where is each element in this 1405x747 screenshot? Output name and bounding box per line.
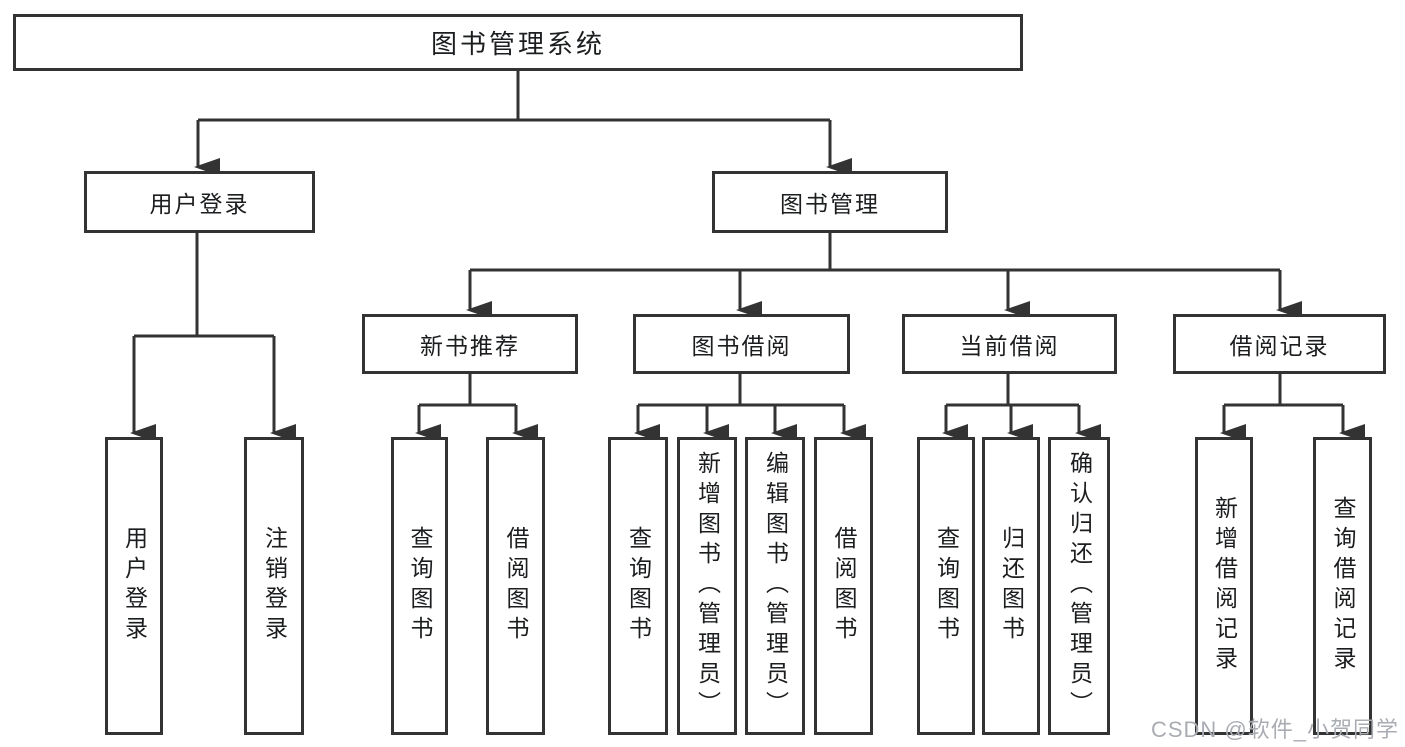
leaf-records-query-record-label: 查询借阅记录 — [1330, 496, 1356, 676]
leaf-newbook-borrow-books: 借阅图书 — [486, 437, 545, 735]
node-current-borrow: 当前借阅 — [902, 314, 1117, 374]
leaf-records-query-record: 查询借阅记录 — [1313, 437, 1372, 735]
leaf-borrow-add-books-admin: 新增图书（管理员） — [677, 437, 737, 735]
node-book-borrow-label: 图书借阅 — [691, 333, 792, 359]
leaf-user-login: 用户登录 — [105, 437, 163, 735]
leaf-current-confirm-return-admin-label: 确认归还（管理员） — [1066, 451, 1093, 721]
node-book-management: 图书管理 — [712, 171, 948, 233]
leaf-current-confirm-return-admin: 确认归还（管理员） — [1048, 437, 1110, 735]
leaf-borrow-edit-books-admin-label: 编辑图书（管理员） — [762, 451, 789, 721]
leaf-records-add-record-label: 新增借阅记录 — [1211, 496, 1238, 676]
connector-borrow-bus — [638, 374, 844, 407]
leaf-borrow-borrow-books-label: 借阅图书 — [831, 526, 857, 646]
node-borrow-records: 借阅记录 — [1173, 314, 1386, 374]
connector-current-bus — [946, 374, 1079, 407]
leaf-logout-label: 注销登录 — [261, 526, 288, 646]
leaf-current-query-books: 查询图书 — [917, 437, 975, 735]
node-root-label: 图书管理系统 — [430, 29, 605, 59]
node-book-management-label: 图书管理 — [780, 191, 880, 217]
leaf-borrow-query-books: 查询图书 — [608, 437, 668, 735]
node-new-book-recommend-label: 新书推荐 — [420, 333, 520, 359]
leaf-newbook-query-books-label: 查询图书 — [407, 526, 433, 646]
leaf-records-add-record: 新增借阅记录 — [1195, 437, 1253, 735]
leaf-borrow-borrow-books: 借阅图书 — [814, 437, 873, 735]
node-new-book-recommend: 新书推荐 — [362, 314, 578, 374]
connector-bookmgmt-bus — [470, 233, 1280, 272]
node-borrow-records-label: 借阅记录 — [1229, 333, 1330, 359]
node-root: 图书管理系统 — [13, 14, 1023, 71]
leaf-logout: 注销登录 — [244, 437, 304, 735]
leaf-borrow-add-books-admin-label: 新增图书（管理员） — [694, 451, 721, 721]
node-user-login: 用户登录 — [84, 171, 315, 233]
leaf-user-login-label: 用户登录 — [121, 526, 148, 646]
leaf-current-return-books: 归还图书 — [982, 437, 1040, 735]
node-current-borrow-label: 当前借阅 — [959, 333, 1060, 359]
leaf-borrow-edit-books-admin: 编辑图书（管理员） — [745, 437, 805, 735]
leaf-newbook-query-books: 查询图书 — [391, 437, 448, 735]
leaf-newbook-borrow-books-label: 借阅图书 — [503, 526, 529, 646]
node-book-borrow: 图书借阅 — [633, 314, 850, 374]
leaf-current-query-books-label: 查询图书 — [933, 526, 960, 646]
node-user-login-label: 用户登录 — [149, 191, 250, 217]
leaf-current-return-books-label: 归还图书 — [998, 526, 1025, 646]
leaf-borrow-query-books-label: 查询图书 — [625, 526, 652, 646]
connector-records-bus — [1224, 374, 1343, 407]
connector-newbook-bus — [419, 374, 516, 407]
connector-userlogin-bus — [134, 233, 274, 338]
connector-root-bus — [198, 71, 830, 122]
